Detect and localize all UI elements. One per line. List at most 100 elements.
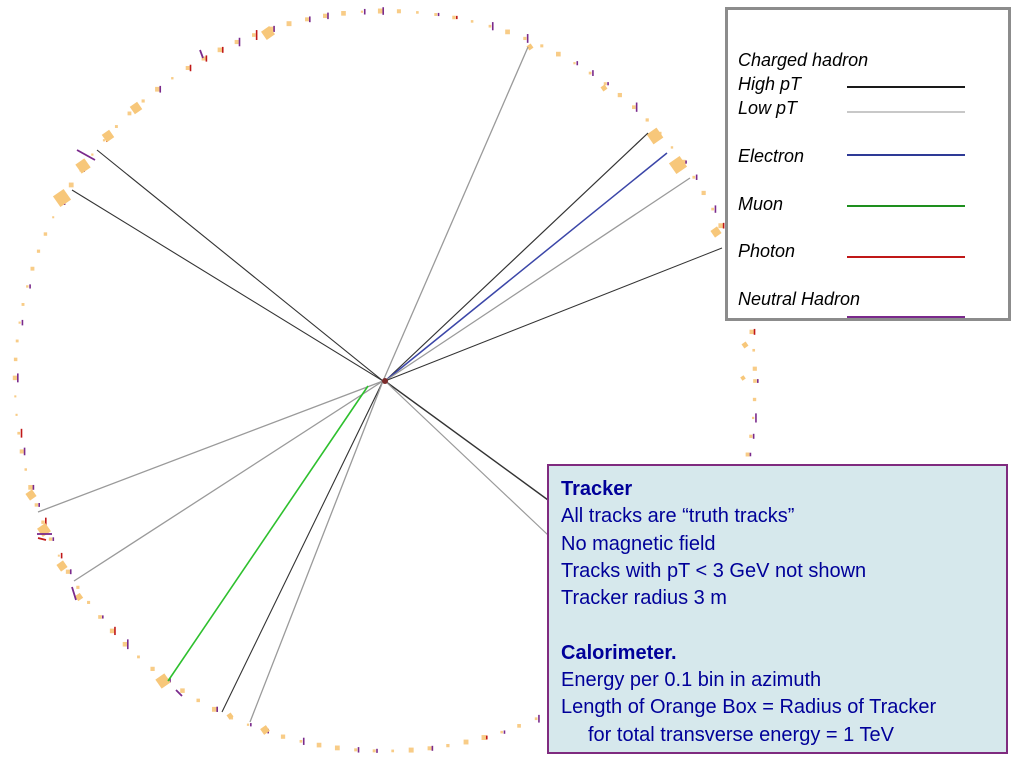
calorimeter-energy-box (101, 129, 115, 143)
track (37, 380, 384, 513)
neutral-hadron-deposit (357, 747, 360, 753)
neutral-hadron-deposit (757, 379, 759, 383)
neutral-hadron-deposit (327, 12, 329, 20)
calorimeter-ring (12, 7, 759, 753)
calorimeter-cell (391, 749, 395, 753)
neutral-hadron-deposit (376, 748, 378, 753)
calorimeter-cell (180, 688, 185, 693)
tracker-note: No magnetic field (561, 532, 716, 555)
calorimeter-cell (334, 745, 340, 751)
calorimeter-cell (15, 339, 19, 343)
calorimeter-cell (377, 8, 383, 14)
neutral-hadron-deposit (17, 373, 19, 383)
calorimeter-cell (556, 51, 561, 57)
photon-deposit (37, 537, 47, 541)
calorimeter-cell (692, 175, 696, 179)
legend-line-neutral-hadron (847, 316, 965, 318)
legend-line-muon (847, 205, 965, 207)
calorimeter-cell (141, 99, 145, 103)
calorimeter-note: Energy per 0.1 bin in azimuth (561, 669, 822, 692)
photon-deposit (20, 428, 23, 438)
track (96, 149, 384, 382)
neutral-hadron-deposit (238, 37, 241, 47)
neutral-hadron-deposit (714, 205, 717, 213)
neutral-hadron-deposit (29, 284, 31, 289)
photon-deposit (114, 626, 116, 636)
legend-label-photon: Photon (738, 241, 796, 261)
calorimeter-cell (171, 77, 174, 80)
photon-deposit (45, 517, 47, 527)
track (71, 189, 384, 382)
track (249, 380, 384, 723)
calorimeter-cell (463, 739, 469, 745)
calorimeter-cell (18, 321, 21, 324)
calorimeter-cell (749, 434, 753, 438)
calorimeter-cell (41, 520, 45, 524)
calorimeter-cell (534, 717, 538, 721)
neutral-hadron-deposit (216, 706, 219, 712)
calorimeter-cell (523, 36, 527, 41)
calorimeter-cell (12, 375, 18, 381)
calorimeter-cell (752, 366, 757, 371)
calorimeter-cell (718, 223, 724, 229)
calorimeter-cell (109, 628, 115, 634)
calorimeter-cell (34, 503, 39, 507)
calorimeter-cell (505, 29, 510, 35)
calorimeter-energy-box (260, 725, 270, 735)
calorimeter-note: Length of Orange Box = Radius of Tracker (561, 696, 937, 719)
calorimeter-cell (87, 600, 91, 604)
calorimeter-cell (481, 735, 487, 740)
calorimeter-energy-box (226, 712, 234, 720)
calorimeter-energy-box (52, 188, 72, 208)
neutral-hadron-deposit (503, 730, 506, 734)
calorimeter-energy-box (155, 673, 171, 689)
calorimeter-cell (48, 537, 53, 541)
calorimeter-cell (26, 285, 29, 288)
tracker-title: Tracker (561, 478, 633, 500)
calorimeter-cell (488, 24, 492, 28)
photon-deposit (456, 15, 458, 20)
calorimeter-cell (632, 105, 636, 110)
calorimeter-cell (43, 232, 48, 236)
calorimeter-cell (749, 329, 754, 335)
neutral-hadron-deposit (749, 452, 752, 457)
calorimeter-cell (588, 71, 592, 75)
calorimeter-energy-box (25, 489, 37, 501)
calorimeter-cell (15, 413, 18, 416)
track (384, 132, 649, 382)
calorimeter-cell (201, 56, 206, 61)
calorimeter-energy-box (129, 101, 143, 115)
photon-deposit (205, 55, 208, 62)
notes-box: Tracker All tracks are “truth tracks” No… (547, 464, 1008, 754)
calorimeter-energy-box (741, 341, 749, 349)
calorimeter-cell (185, 65, 190, 70)
calorimeter-cell (500, 730, 503, 734)
calorimeter-energy-box (646, 127, 664, 145)
neutral-hadron-deposit (695, 174, 698, 180)
calorimeter-cell (354, 748, 358, 752)
interaction-point (382, 378, 388, 384)
neutral-hadron-deposit (126, 639, 129, 650)
calorimeter-cell (408, 747, 414, 753)
calorimeter-cell (14, 395, 17, 398)
neutral-hadron-deposit (175, 689, 183, 697)
calorimeter-cell (246, 723, 250, 726)
legend-heading: Charged hadron (738, 50, 869, 70)
neutral-hadron-deposit (102, 615, 104, 619)
calorimeter-cell (416, 11, 419, 14)
calorimeter-cell (114, 125, 118, 128)
legend-line-high-pt (847, 86, 965, 88)
calorimeter-cell (127, 111, 132, 116)
calorimeter-cell (252, 33, 256, 37)
neutral-hadron-deposit (526, 34, 529, 43)
calorimeter-energy-box (668, 155, 688, 175)
calorimeter-cell (341, 11, 346, 16)
calorimeter-cell (19, 449, 24, 454)
calorimeter-cell (286, 21, 292, 27)
photon-deposit (221, 46, 224, 53)
neutral-hadron-deposit (363, 8, 366, 15)
calorimeter-energy-box (74, 592, 84, 602)
legend-line-low-pt (847, 111, 965, 113)
calorimeter-energy-box (526, 43, 534, 51)
